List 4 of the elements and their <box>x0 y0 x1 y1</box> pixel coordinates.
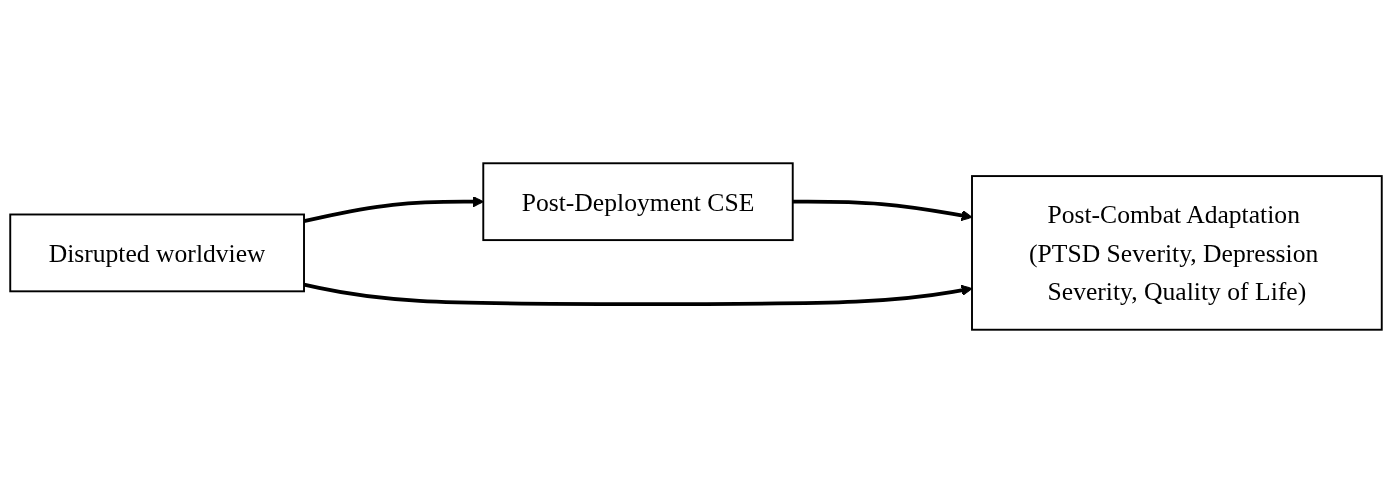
node-box: Post-Deployment CSE <box>482 162 794 242</box>
node-box: Disrupted worldview <box>9 213 305 293</box>
node-box: Post-Combat Adaptation (PTSD Severity, Depression Severity, Quality of Life) <box>971 175 1383 331</box>
arrow <box>792 199 973 222</box>
